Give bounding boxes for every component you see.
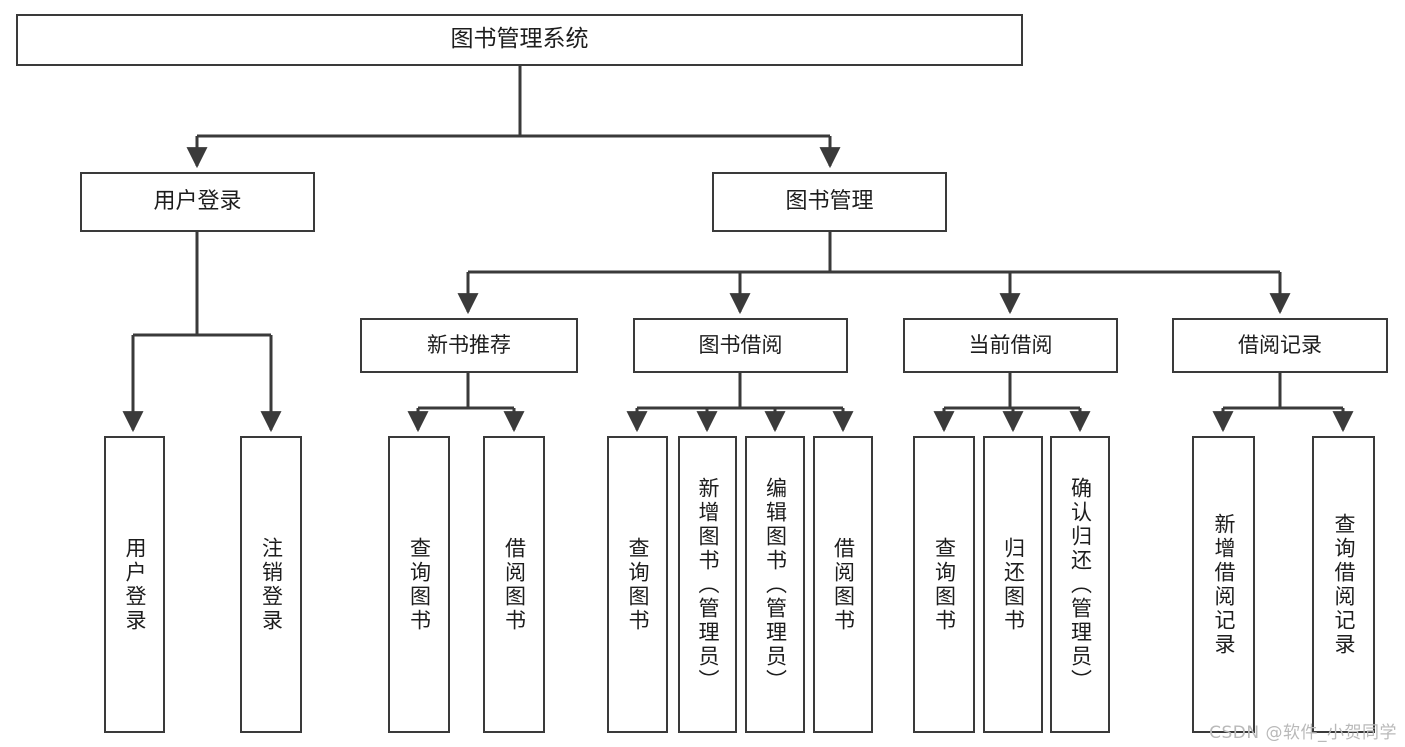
node-book-management[interactable]: 图书管理 xyxy=(712,172,947,232)
leaf-query-borrow-record[interactable]: 查询借阅记录 xyxy=(1312,436,1375,733)
node-label: 借阅图书 xyxy=(831,536,856,633)
node-label: 注销登录 xyxy=(259,536,284,633)
watermark: CSDN @软件_小贺同学 xyxy=(1209,723,1397,743)
leaf-query-book-borrow[interactable]: 查询图书 xyxy=(607,436,668,733)
leaf-borrow-book[interactable]: 借阅图书 xyxy=(813,436,873,733)
node-label: 借阅图书 xyxy=(502,536,527,633)
leaf-user-login[interactable]: 用户登录 xyxy=(104,436,165,733)
node-label: 用户登录 xyxy=(123,536,147,633)
leaf-logout[interactable]: 注销登录 xyxy=(240,436,302,733)
leaf-add-borrow-record[interactable]: 新增借阅记录 xyxy=(1192,436,1255,733)
node-label: 归还图书 xyxy=(1001,536,1026,633)
node-borrow-record[interactable]: 借阅记录 xyxy=(1172,318,1388,373)
node-book-borrow[interactable]: 图书借阅 xyxy=(633,318,848,373)
node-user-login[interactable]: 用户登录 xyxy=(80,172,315,232)
node-label: 图书借阅 xyxy=(698,332,783,357)
leaf-confirm-return-admin[interactable]: 确认归还（管理员） xyxy=(1050,436,1110,733)
node-label: 用户登录 xyxy=(153,188,242,214)
leaf-add-book-admin[interactable]: 新增图书（管理员） xyxy=(678,436,737,733)
node-label: 查询图书 xyxy=(407,536,432,633)
node-current-borrow[interactable]: 当前借阅 xyxy=(903,318,1118,373)
leaf-edit-book-admin[interactable]: 编辑图书（管理员） xyxy=(745,436,805,733)
node-label: 查询图书 xyxy=(932,536,957,633)
node-label: 确认归还（管理员） xyxy=(1068,476,1093,693)
node-label: 新增图书（管理员） xyxy=(696,476,720,693)
node-label: 当前借阅 xyxy=(968,332,1053,357)
leaf-query-book-recommend[interactable]: 查询图书 xyxy=(388,436,450,733)
node-root-system[interactable]: 图书管理系统 xyxy=(16,14,1023,66)
node-label: 新书推荐 xyxy=(427,332,511,357)
node-label: 编辑图书（管理员） xyxy=(763,476,788,693)
node-label: 图书管理系统 xyxy=(450,26,589,53)
node-label: 新增借阅记录 xyxy=(1212,512,1236,657)
node-label: 图书管理 xyxy=(785,188,874,214)
node-new-book-recommend[interactable]: 新书推荐 xyxy=(360,318,578,373)
leaf-query-book-current[interactable]: 查询图书 xyxy=(913,436,975,733)
leaf-borrow-book-recommend[interactable]: 借阅图书 xyxy=(483,436,545,733)
node-label: 借阅记录 xyxy=(1238,332,1322,357)
leaf-return-book[interactable]: 归还图书 xyxy=(983,436,1043,733)
node-label: 查询借阅记录 xyxy=(1332,512,1356,657)
node-label: 查询图书 xyxy=(626,536,650,633)
